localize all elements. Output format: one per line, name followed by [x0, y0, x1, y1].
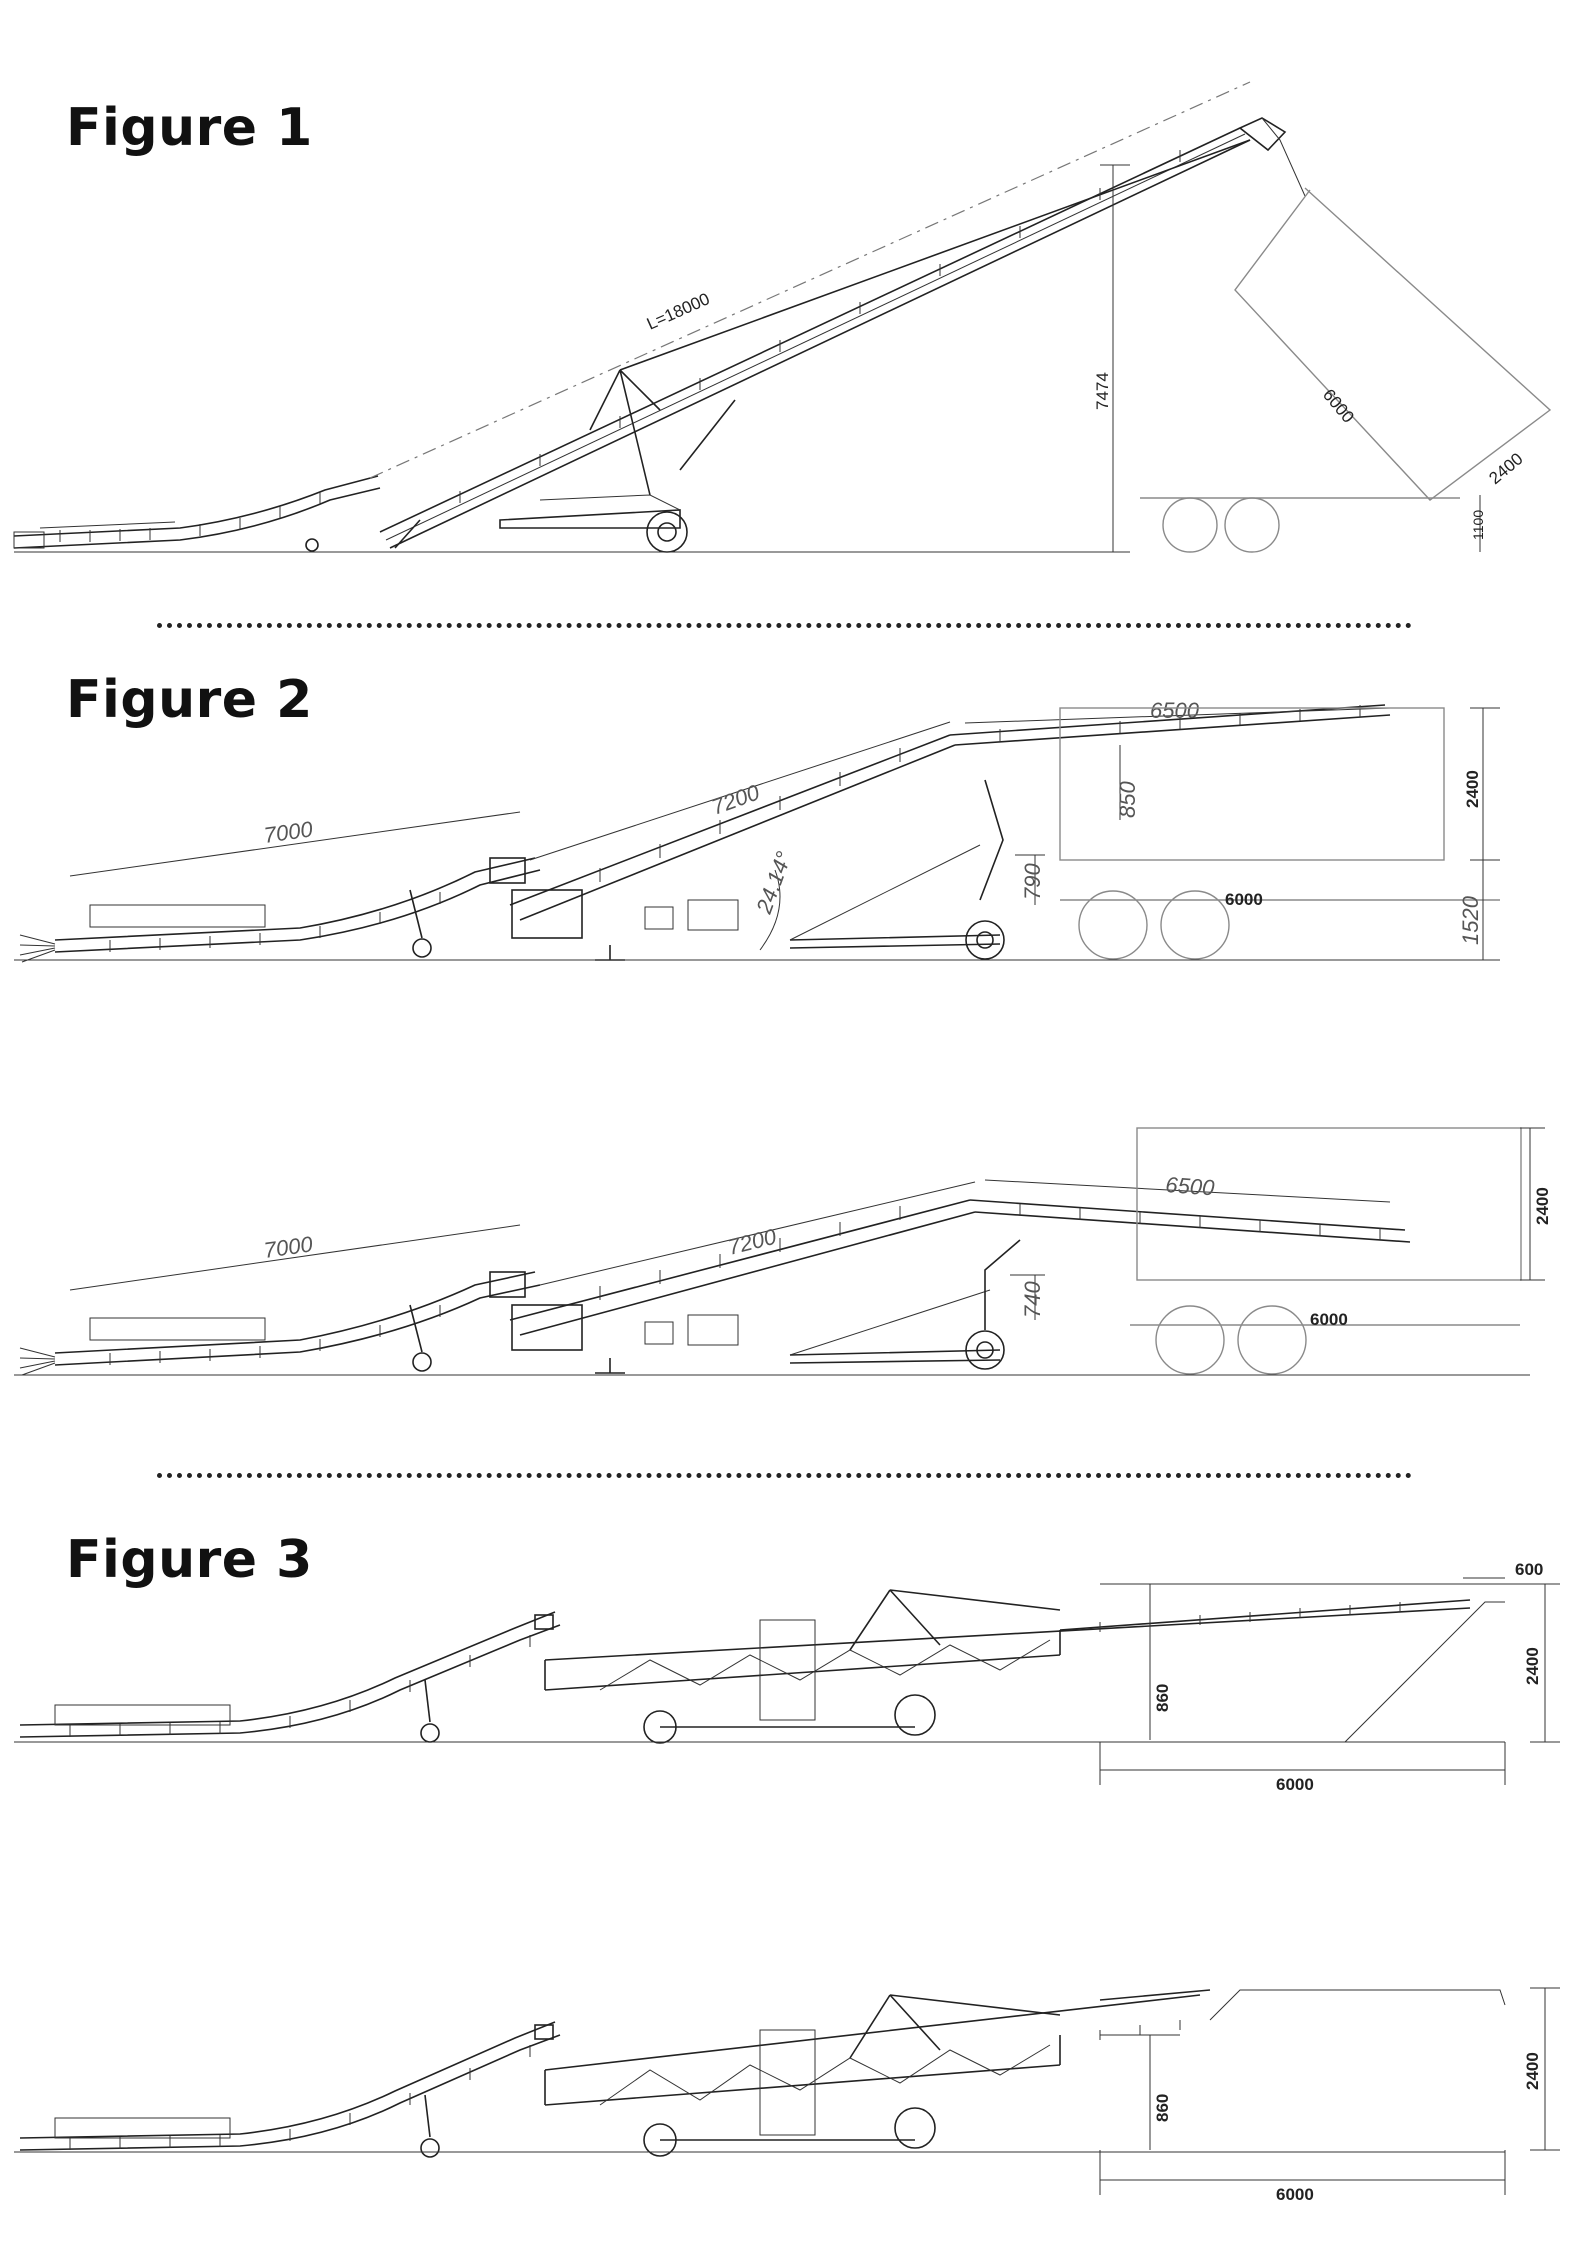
figure-1-truck-length: 6000	[1319, 385, 1358, 426]
fig3l-truck-length: 6000	[1276, 2185, 1314, 2204]
fig2u-dimline-main	[529, 721, 951, 861]
fig2l-truck-length: 6000	[1310, 1310, 1348, 1329]
fig2l-box-height: 2400	[1533, 1187, 1552, 1225]
figure-2-lower-drawing: 7000 7200 6500 740 6000 2400	[14, 1127, 1552, 1376]
figure-3-lower-drawing: 860 2400 6000	[14, 1987, 1560, 2204]
figure-3-upper-conveyor	[19, 1589, 1471, 1744]
fig2l-main-length: 7200	[725, 1224, 779, 1260]
fig2u-angle: 24.14°	[751, 848, 797, 918]
fig2u-box-height: 2400	[1463, 770, 1482, 808]
figure-3-lower-truck	[1099, 1989, 1506, 2195]
figure-1-truck-width: 2400	[1485, 449, 1526, 488]
fig3u-gap: 600	[1515, 1560, 1543, 1579]
fig3l-box-height: 2400	[1523, 2052, 1542, 2090]
belt-rollers	[59, 150, 1181, 542]
figure-1-length-label: L=18000	[644, 289, 713, 333]
fig3u-box-height: 2400	[1523, 1647, 1542, 1685]
fig2u-feeder-length: 7000	[262, 816, 315, 848]
belt-rollers	[109, 1204, 1381, 1365]
figure-1-bed-height: 1100	[1470, 510, 1486, 540]
fig3u-truck-length: 6000	[1276, 1775, 1314, 1794]
figure-2-lower-truck	[1130, 1127, 1545, 1375]
fig2u-truck-length: 6000	[1225, 890, 1263, 909]
fig2l-top-length: 6500	[1165, 1172, 1216, 1200]
separator-1	[157, 623, 1412, 628]
fig2u-main-length: 7200	[708, 779, 763, 819]
figure-1-drawing: L=18000 7474 6000 2400 1100	[13, 81, 1552, 553]
fig3u-drop: 860	[1153, 1684, 1172, 1712]
figure-1-truck	[1140, 187, 1552, 553]
fig2u-top-length: 6500	[1150, 700, 1200, 723]
figure-1-conveyor	[13, 117, 1306, 553]
figure-2-upper-drawing: 7000 7200 6500 850 790 24.14° 6000 2400 …	[14, 700, 1500, 963]
belt-rollers	[109, 705, 1361, 952]
figure-2-upper-conveyor	[19, 704, 1391, 963]
fig2u-dimline-feeder	[69, 811, 521, 877]
belt-rollers	[69, 2020, 1181, 2150]
figure-3-title: Figure 3	[66, 1530, 313, 1590]
fig2l-feeder-length: 7000	[262, 1231, 315, 1263]
figure-1-title: Figure 1	[66, 98, 313, 158]
fig2u-leg: 790	[1020, 863, 1045, 900]
fig3l-drop: 860	[1153, 2094, 1172, 2122]
figure-2-title: Figure 2	[66, 670, 313, 730]
separator-2	[157, 1473, 1412, 1478]
fig2u-truck-bed: 1520	[1458, 895, 1483, 945]
fig2l-leg: 740	[1020, 1281, 1045, 1318]
figure-3-upper-truck	[1099, 1601, 1506, 1785]
fig2u-drop: 850	[1115, 781, 1140, 818]
figure-1-length-line	[369, 81, 1251, 479]
figure-2-upper-truck	[1059, 707, 1500, 960]
fig2u-dimline-top	[964, 707, 1391, 724]
figure-3-lower-conveyor	[19, 1989, 1211, 2158]
figure-2-lower-conveyor	[19, 1199, 1411, 1376]
figure-1-height-label: 7474	[1093, 372, 1112, 410]
figure-3-upper-drawing: 600 860 2400 6000	[14, 1560, 1560, 1794]
